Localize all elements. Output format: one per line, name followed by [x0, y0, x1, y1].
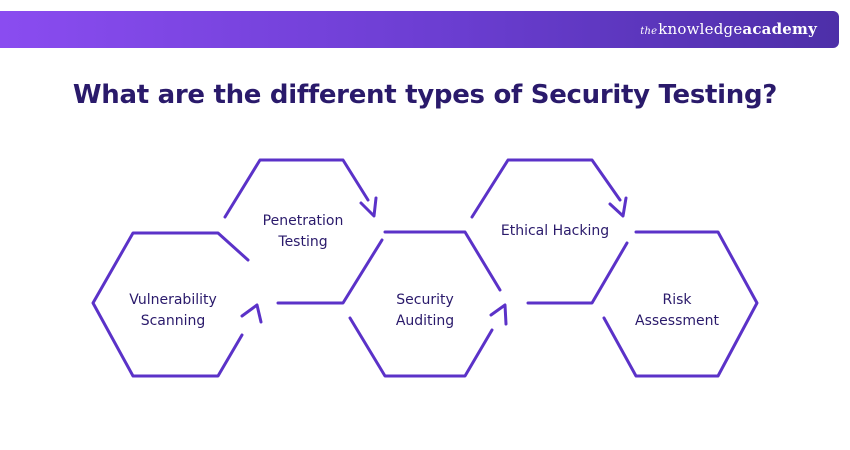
hexagon-risk-assessment: [602, 230, 759, 378]
hexagon-ethical-hacking: [470, 158, 629, 305]
hexagon-penetration-testing: [223, 158, 384, 305]
arrowhead-4: [608, 196, 628, 218]
arrowhead-2: [359, 196, 378, 218]
arrowhead-3: [489, 303, 508, 326]
hexagon-security-auditing: [348, 230, 502, 378]
hexagon-vulnerability-scanning: [91, 231, 250, 378]
header-bar: theknowledgeacademy: [0, 11, 839, 48]
page-title: What are the different types of Security…: [72, 80, 778, 110]
node-label-ethical-hacking: Ethical Hacking: [500, 223, 610, 239]
arrowhead-1: [240, 303, 263, 324]
brand-logo: theknowledgeacademy: [640, 20, 817, 38]
